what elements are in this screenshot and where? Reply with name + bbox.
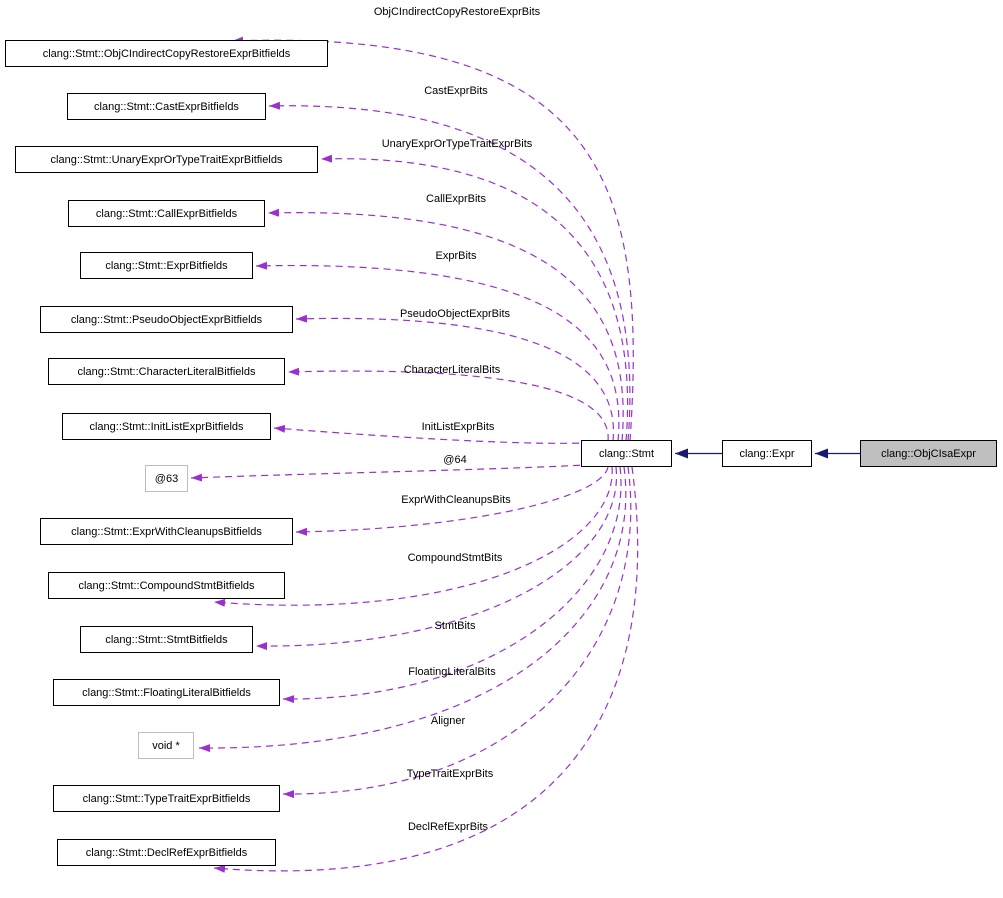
edge-aligner: [198, 466, 627, 753]
edge-label-initlistexprbits: InitListExprBits: [421, 421, 495, 433]
edge-label-at64: @64: [443, 454, 467, 466]
node-void-pointer: void *: [138, 732, 194, 759]
edge-label-floatingliteralbits: FloatingLiteralBits: [408, 666, 496, 678]
edge-label-compoundstmtbits: CompoundStmtBits: [407, 552, 503, 564]
edge-label-stmtbits: StmtBits: [434, 620, 476, 632]
edge-pseudoobjectexprbits: [295, 314, 615, 442]
node-anonymous-63: @63: [145, 465, 188, 492]
edge-stmtbits: [255, 466, 618, 651]
edge-label-objcindirectcopyrestoreexprbits: ObjCIndirectCopyRestoreExprBits: [373, 6, 541, 18]
edge-typetraitexprbits: [282, 466, 632, 799]
node-objcindirectcopyrestoreexprbitfields[interactable]: clang::Stmt::ObjCIndirectCopyRestoreExpr…: [5, 40, 328, 67]
node-clang-expr[interactable]: clang::Expr: [722, 440, 812, 467]
node-exprwithcleanupsbitfields[interactable]: clang::Stmt::ExprWithCleanupsBitfields: [40, 518, 293, 545]
node-stmtbitfields[interactable]: clang::Stmt::StmtBitfields: [80, 626, 253, 653]
edge-declrefexprbits: [213, 466, 639, 873]
node-characterliteralbitfields[interactable]: clang::Stmt::CharacterLiteralBitfields: [48, 358, 285, 385]
edge-label-aligner: Aligner: [430, 715, 466, 727]
edge-label-declrefexprbits: DeclRefExprBits: [407, 821, 489, 833]
edge-characterliteralbits: [287, 367, 609, 442]
edge-initlistexprbits: [273, 424, 604, 444]
edge-at64: [190, 463, 605, 482]
node-exprbitfields[interactable]: clang::Stmt::ExprBitfields: [80, 252, 253, 279]
edge-label-typetraitexprbits: TypeTraitExprBits: [406, 768, 494, 780]
node-initlistexprbitfields[interactable]: clang::Stmt::InitListExprBitfields: [62, 413, 271, 440]
edge-castexprbits: [268, 101, 631, 442]
edge-label-castexprbits: CastExprBits: [424, 85, 488, 97]
node-clang-objcisaexpr: clang::ObjCIsaExpr: [860, 440, 997, 467]
node-floatingliteralbitfields[interactable]: clang::Stmt::FloatingLiteralBitfields: [53, 679, 280, 706]
edge-label-pseudoobjectexprbits: PseudoObjectExprBits: [399, 308, 511, 320]
node-unaryexprortypetraitexprbitfields[interactable]: clang::Stmt::UnaryExprOrTypeTraitExprBit…: [15, 146, 318, 173]
node-castexprbitfields[interactable]: clang::Stmt::CastExprBitfields: [67, 93, 266, 120]
node-callexprbitfields[interactable]: clang::Stmt::CallExprBitfields: [68, 200, 265, 227]
edge-label-characterliteralbits: CharacterLiteralBits: [403, 364, 501, 376]
edge-label-exprwithcleanupsbits: ExprWithCleanupsBits: [401, 494, 511, 506]
edge-label-unaryexprortypetraitexprbits: UnaryExprOrTypeTraitExprBits: [381, 138, 533, 150]
edge-label-callexprbits: CallExprBits: [426, 193, 486, 205]
edge-exprwithcleanupsbits: [295, 466, 609, 536]
edge-floatingliteralbits: [282, 466, 622, 704]
edge-label-exprbits: ExprBits: [435, 250, 477, 262]
node-clang-stmt[interactable]: clang::Stmt: [581, 440, 672, 467]
node-compoundstmtbitfields[interactable]: clang::Stmt::CompoundStmtBitfields: [48, 572, 285, 599]
edge-callexprbits: [267, 208, 624, 442]
node-pseudoobjectexprbitfields[interactable]: clang::Stmt::PseudoObjectExprBitfields: [40, 306, 293, 333]
edge-unaryexprortypetraitexprbits: [320, 154, 629, 442]
edge-exprbits: [255, 261, 620, 442]
node-declrefexprbitfields[interactable]: clang::Stmt::DeclRefExprBitfields: [57, 839, 276, 866]
edge-objcindirectcopyrestoreexprbits: [231, 36, 634, 442]
node-typetraitexprbitfields[interactable]: clang::Stmt::TypeTraitExprBitfields: [53, 785, 280, 812]
